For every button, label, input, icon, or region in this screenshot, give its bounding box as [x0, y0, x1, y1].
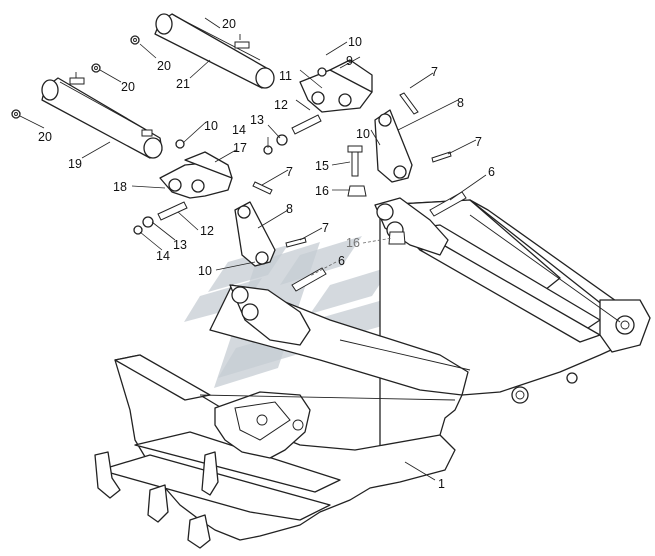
main-frame [94, 197, 651, 549]
callout-20: 20 [121, 80, 135, 94]
callout-17: 17 [233, 141, 247, 155]
bushing-10-top [317, 67, 327, 77]
callout-13: 13 [250, 113, 264, 127]
callout-1: 1 [438, 477, 445, 491]
link-8-right [374, 109, 413, 183]
link-8-left [234, 201, 276, 267]
callout-7: 7 [431, 65, 438, 79]
callout-21: 21 [176, 77, 190, 91]
callout-6: 6 [488, 165, 495, 179]
bushing-10-left [175, 139, 185, 149]
bracket-11 [299, 59, 373, 113]
callout-10: 10 [348, 35, 362, 49]
callout-12: 12 [200, 224, 214, 238]
bracket-17 [159, 151, 233, 199]
callout-19: 19 [68, 157, 82, 171]
callout-15: 15 [315, 159, 329, 173]
callout-20: 20 [222, 17, 236, 31]
leader-lines [19, 17, 487, 481]
callout-6: 6 [338, 254, 345, 268]
callout-11: 11 [279, 69, 292, 83]
washers-13-14-16 [133, 134, 406, 245]
cylinder-19 [41, 72, 163, 159]
cylinder-21 [154, 13, 275, 89]
callout-20: 20 [38, 130, 52, 144]
callout-16: 16 [346, 236, 360, 250]
callout-10: 10 [198, 264, 212, 278]
callout-18: 18 [113, 180, 127, 194]
callout-7: 7 [286, 165, 293, 179]
callout-8: 8 [286, 202, 293, 216]
washers-20 [11, 35, 140, 119]
callout-20: 20 [157, 59, 171, 73]
callout-9: 9 [346, 54, 353, 68]
callout-14: 14 [232, 123, 246, 137]
callout-8: 8 [457, 96, 464, 110]
callout-14: 14 [156, 249, 170, 263]
callout-labels: 20 20 20 20 21 19 10 9 11 12 7 8 13 14 1… [38, 17, 495, 491]
callout-13: 13 [173, 238, 187, 252]
callout-7: 7 [475, 135, 482, 149]
callout-10: 10 [204, 119, 218, 133]
callout-10: 10 [356, 127, 370, 141]
callout-16: 16 [315, 184, 329, 198]
pins [157, 92, 467, 292]
callout-12: 12 [274, 98, 288, 112]
callout-7: 7 [322, 221, 329, 235]
